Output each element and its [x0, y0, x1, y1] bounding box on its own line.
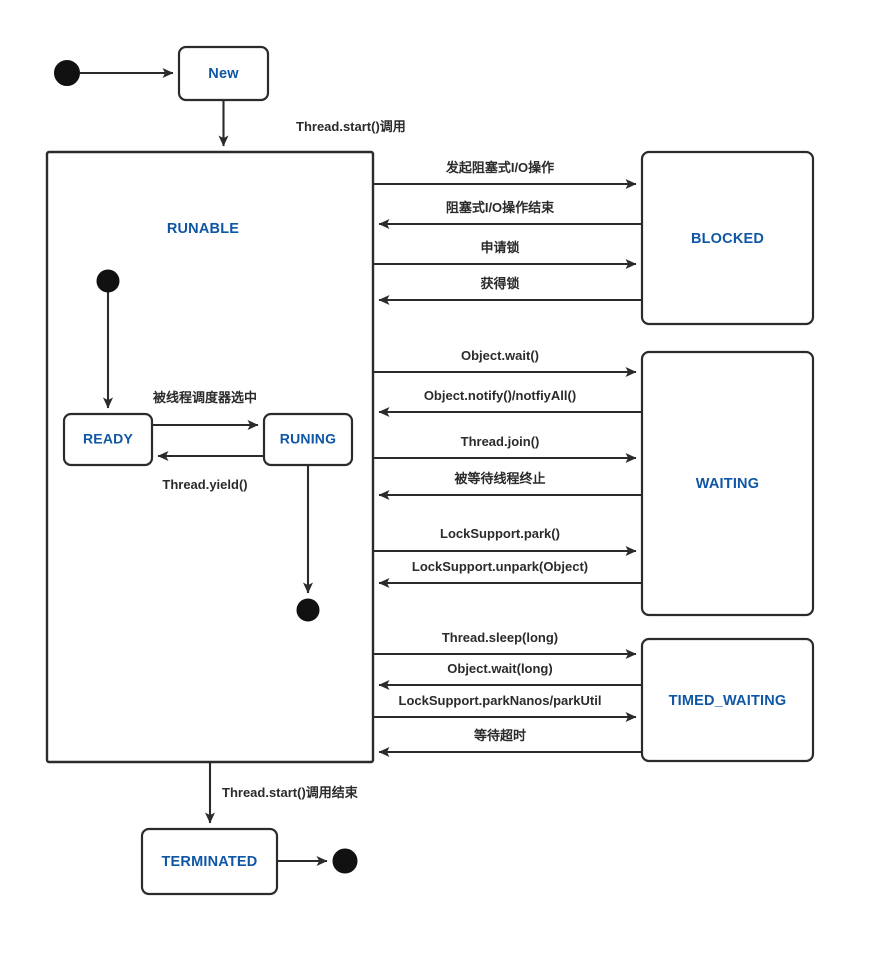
state-box-blocked[interactable] — [640, 150, 815, 326]
initial-state-dot — [54, 60, 80, 86]
edge-label-waiting-3: 被等待线程终止 — [453, 471, 545, 486]
runable-initial-dot — [96, 269, 120, 293]
state-label-runable: RUNABLE — [167, 221, 239, 237]
state-label-timed-waiting: TIMED_WAITING — [669, 693, 787, 709]
state-label-waiting: WAITING — [696, 476, 759, 492]
edge-label-waiting-0: Object.wait() — [461, 348, 539, 363]
edge-label-start-to-runable: Thread.start()调用 — [296, 119, 406, 134]
edge-label-timed-3: 等待超时 — [473, 728, 526, 743]
edge-label-blocked-0: 发起阻塞式I/O操作 — [445, 160, 554, 175]
edge-label-waiting-5: LockSupport.unpark(Object) — [412, 559, 588, 574]
edge-label-scheduler-select: 被线程调度器选中 — [152, 390, 257, 405]
final-state-dot — [332, 848, 358, 874]
state-box-waiting[interactable] — [640, 350, 815, 617]
edge-label-timed-2: LockSupport.parkNanos/parkUtil — [399, 693, 602, 708]
state-label-ready: READY — [83, 431, 133, 447]
edge-label-timed-0: Thread.sleep(long) — [442, 630, 558, 645]
edge-label-waiting-4: LockSupport.park() — [440, 526, 560, 541]
state-label-runing: RUNING — [280, 431, 336, 447]
edge-label-thread-yield: Thread.yield() — [162, 477, 247, 492]
state-box-timed-waiting[interactable] — [640, 637, 815, 763]
edge-label-timed-1: Object.wait(long) — [447, 661, 552, 676]
edge-label-waiting-1: Object.notify()/notfiyAll() — [424, 388, 576, 403]
state-box-ready[interactable] — [62, 412, 154, 467]
state-label-new: New — [208, 66, 239, 82]
edge-label-blocked-1: 阻塞式I/O操作结束 — [446, 200, 555, 215]
state-label-blocked: BLOCKED — [691, 231, 764, 247]
state-label-terminated: TERMINATED — [162, 854, 258, 870]
edge-label-blocked-2: 申请锁 — [480, 240, 519, 255]
runable-final-dot — [296, 598, 320, 622]
edge-label-to-terminated: Thread.start()调用结束 — [222, 785, 359, 800]
edge-label-blocked-3: 获得锁 — [480, 276, 519, 291]
edge-label-waiting-2: Thread.join() — [461, 434, 540, 449]
